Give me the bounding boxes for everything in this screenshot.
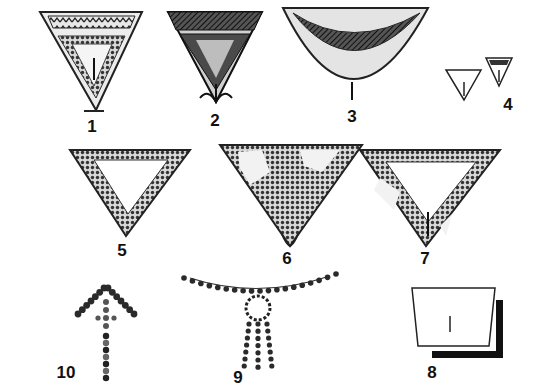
figure-number: 9 — [233, 368, 242, 385]
bead — [255, 343, 260, 348]
bead — [266, 288, 272, 294]
bead — [232, 287, 238, 293]
figure-number: 1 — [87, 118, 96, 135]
bead — [103, 354, 109, 360]
bead — [244, 342, 249, 347]
bead — [246, 321, 251, 326]
figure-number: 10 — [57, 364, 76, 381]
bead — [75, 311, 82, 318]
figure-number: 3 — [347, 108, 356, 125]
bead — [255, 336, 260, 341]
bead — [103, 375, 109, 381]
bead — [266, 335, 271, 340]
bead — [103, 333, 109, 339]
bead — [264, 321, 269, 326]
bead — [103, 323, 109, 329]
bead — [333, 271, 339, 277]
bead — [255, 321, 260, 326]
pendant-6 — [220, 145, 362, 246]
pendant-9 — [181, 271, 339, 370]
bead — [103, 299, 109, 305]
pendant-10 — [75, 285, 138, 382]
pendant-5 — [70, 150, 190, 236]
bead — [291, 284, 297, 290]
bead — [325, 275, 331, 281]
bead — [249, 288, 255, 294]
bead — [181, 275, 187, 281]
pendant-7 — [360, 150, 500, 246]
bead — [190, 278, 196, 284]
bead — [268, 349, 273, 354]
pendant-2 — [168, 12, 262, 102]
bead — [245, 335, 250, 340]
figure-number: 4 — [503, 96, 512, 113]
bead — [308, 280, 314, 286]
bead — [265, 328, 270, 333]
bead — [131, 311, 138, 318]
bead — [111, 315, 116, 320]
bead — [267, 342, 272, 347]
bead — [103, 368, 109, 374]
bead — [246, 328, 251, 333]
bead — [243, 349, 248, 354]
bead — [103, 315, 109, 321]
pendant-3 — [283, 8, 428, 100]
bead — [255, 357, 260, 362]
bead — [240, 288, 246, 294]
bead — [103, 307, 109, 313]
bead — [268, 356, 273, 361]
bead — [223, 286, 229, 292]
bead — [198, 281, 204, 287]
bead — [257, 288, 263, 294]
pendant-8 — [412, 288, 503, 358]
bead — [215, 285, 221, 291]
bead — [255, 365, 260, 370]
bead — [269, 363, 274, 368]
bead — [299, 282, 305, 288]
bead — [95, 315, 100, 320]
bead — [255, 350, 260, 355]
bead — [207, 283, 213, 289]
bead — [255, 329, 260, 334]
bead — [283, 286, 289, 292]
bead — [103, 340, 109, 346]
bead — [242, 356, 247, 361]
pendant-4 — [446, 58, 512, 100]
bead — [103, 347, 109, 353]
figure-number: 8 — [427, 364, 436, 381]
bead — [316, 278, 322, 284]
bead — [274, 287, 280, 293]
figure-number: 5 — [117, 242, 126, 259]
figure-number: 6 — [282, 250, 291, 267]
figure-number: 7 — [420, 250, 429, 267]
bead — [103, 361, 109, 367]
pendant-1 — [40, 12, 142, 111]
figure-number: 2 — [210, 112, 219, 129]
